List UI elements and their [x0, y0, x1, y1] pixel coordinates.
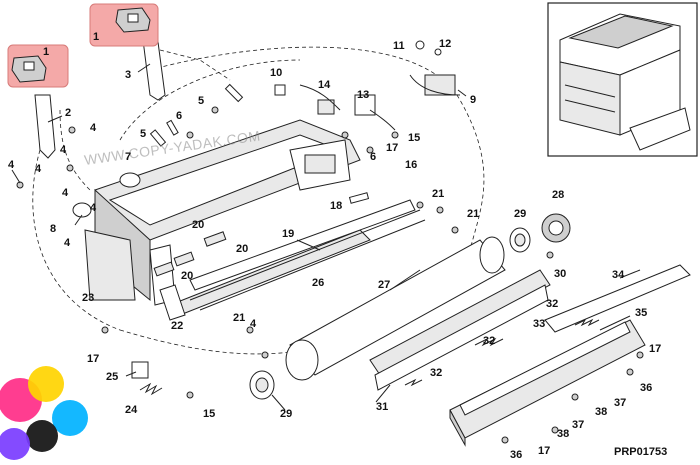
highlighted-part-1-left [7, 44, 69, 88]
callout-label: 29 [514, 208, 526, 220]
callout-label: 4 [8, 159, 15, 171]
brand-logo [0, 366, 88, 460]
callout-label: 38 [557, 428, 569, 440]
callout-label: 20 [236, 243, 248, 255]
callout-label: 10 [270, 67, 282, 79]
fasteners [16, 106, 644, 444]
callout-label: 16 [405, 159, 417, 171]
callout-label: 17 [649, 343, 661, 355]
callout-label: 5 [140, 128, 146, 140]
callout-label: 7 [125, 151, 131, 163]
callout-label: 4 [90, 122, 97, 134]
heat-roller-27 [285, 236, 506, 381]
frame-assembly [72, 40, 456, 321]
callout-label: 11 [393, 40, 405, 52]
callout-label: 14 [318, 79, 331, 91]
guide-assembly-35 [449, 319, 646, 447]
callout-label: 4 [250, 318, 257, 330]
callout-label: 1 [43, 46, 49, 58]
callout-label: 13 [357, 89, 369, 101]
callout-label: 35 [635, 307, 647, 319]
callout-label: 9 [470, 94, 476, 106]
leader-lines [11, 63, 641, 411]
bracket-2 [34, 94, 56, 159]
callout-label: 33 [533, 318, 545, 330]
callout-label: 21 [467, 208, 479, 220]
callout-label: 26 [312, 277, 324, 289]
callout-label: 30 [554, 268, 566, 280]
callout-label: 17 [386, 142, 398, 154]
callout-label: 1 [93, 31, 99, 43]
callout-label: 4 [60, 144, 67, 156]
callout-label: 12 [439, 38, 451, 50]
callout-label: 25 [106, 371, 118, 383]
callout-label: 23 [82, 292, 94, 304]
callout-label: 29 [280, 408, 292, 420]
callout-label: 4 [62, 187, 69, 199]
callout-label: 19 [282, 228, 294, 240]
callout-label: 38 [595, 406, 607, 418]
callout-label: 32 [430, 367, 442, 379]
bushing-29-lower [249, 370, 275, 400]
wire-harness [299, 74, 461, 131]
callout-label: 6 [176, 110, 182, 122]
drawing-code: PRP01753 [614, 446, 667, 458]
callout-label: 22 [171, 320, 183, 332]
callout-labels: 1 1 2 3 4 4 4 4 4 4 4 4 5 5 6 6 7 8 9 10… [8, 31, 661, 461]
callout-label: 17 [538, 445, 550, 457]
callout-label: 37 [572, 419, 584, 431]
callout-label: 34 [612, 269, 625, 281]
callout-label: 37 [614, 397, 626, 409]
lower-rail-31 [369, 269, 551, 391]
callout-label: 17 [87, 353, 99, 365]
callout-label: 2 [65, 107, 71, 119]
callout-label: 28 [552, 189, 564, 201]
callout-label: 3 [125, 69, 131, 81]
callout-label: 18 [330, 200, 342, 212]
copier-machine-icon [547, 2, 698, 157]
callout-label: 21 [432, 188, 444, 200]
callout-label: 36 [510, 449, 522, 461]
callout-label: 20 [181, 270, 193, 282]
callout-label: 32 [546, 298, 558, 310]
callout-label: 15 [203, 408, 215, 420]
callout-label: 4 [90, 202, 97, 214]
callout-label: 20 [192, 219, 204, 231]
callout-label: 36 [640, 382, 652, 394]
gear-28 [541, 213, 571, 243]
highlighted-part-1-top [89, 3, 159, 47]
callout-label: 24 [125, 404, 138, 416]
callout-label: 4 [35, 163, 42, 175]
callout-label: 4 [64, 237, 71, 249]
callout-label: 31 [376, 401, 388, 413]
callout-label: 32 [483, 335, 495, 347]
callout-label: 8 [50, 223, 56, 235]
callout-label: 5 [198, 95, 204, 107]
callout-label: 27 [378, 279, 390, 291]
callout-label: 6 [370, 151, 376, 163]
callout-label: 15 [408, 132, 420, 144]
bracket-3 [142, 39, 166, 101]
callout-label: 21 [233, 312, 245, 324]
bushing-29-right [509, 227, 531, 253]
bar-34 [544, 264, 691, 333]
